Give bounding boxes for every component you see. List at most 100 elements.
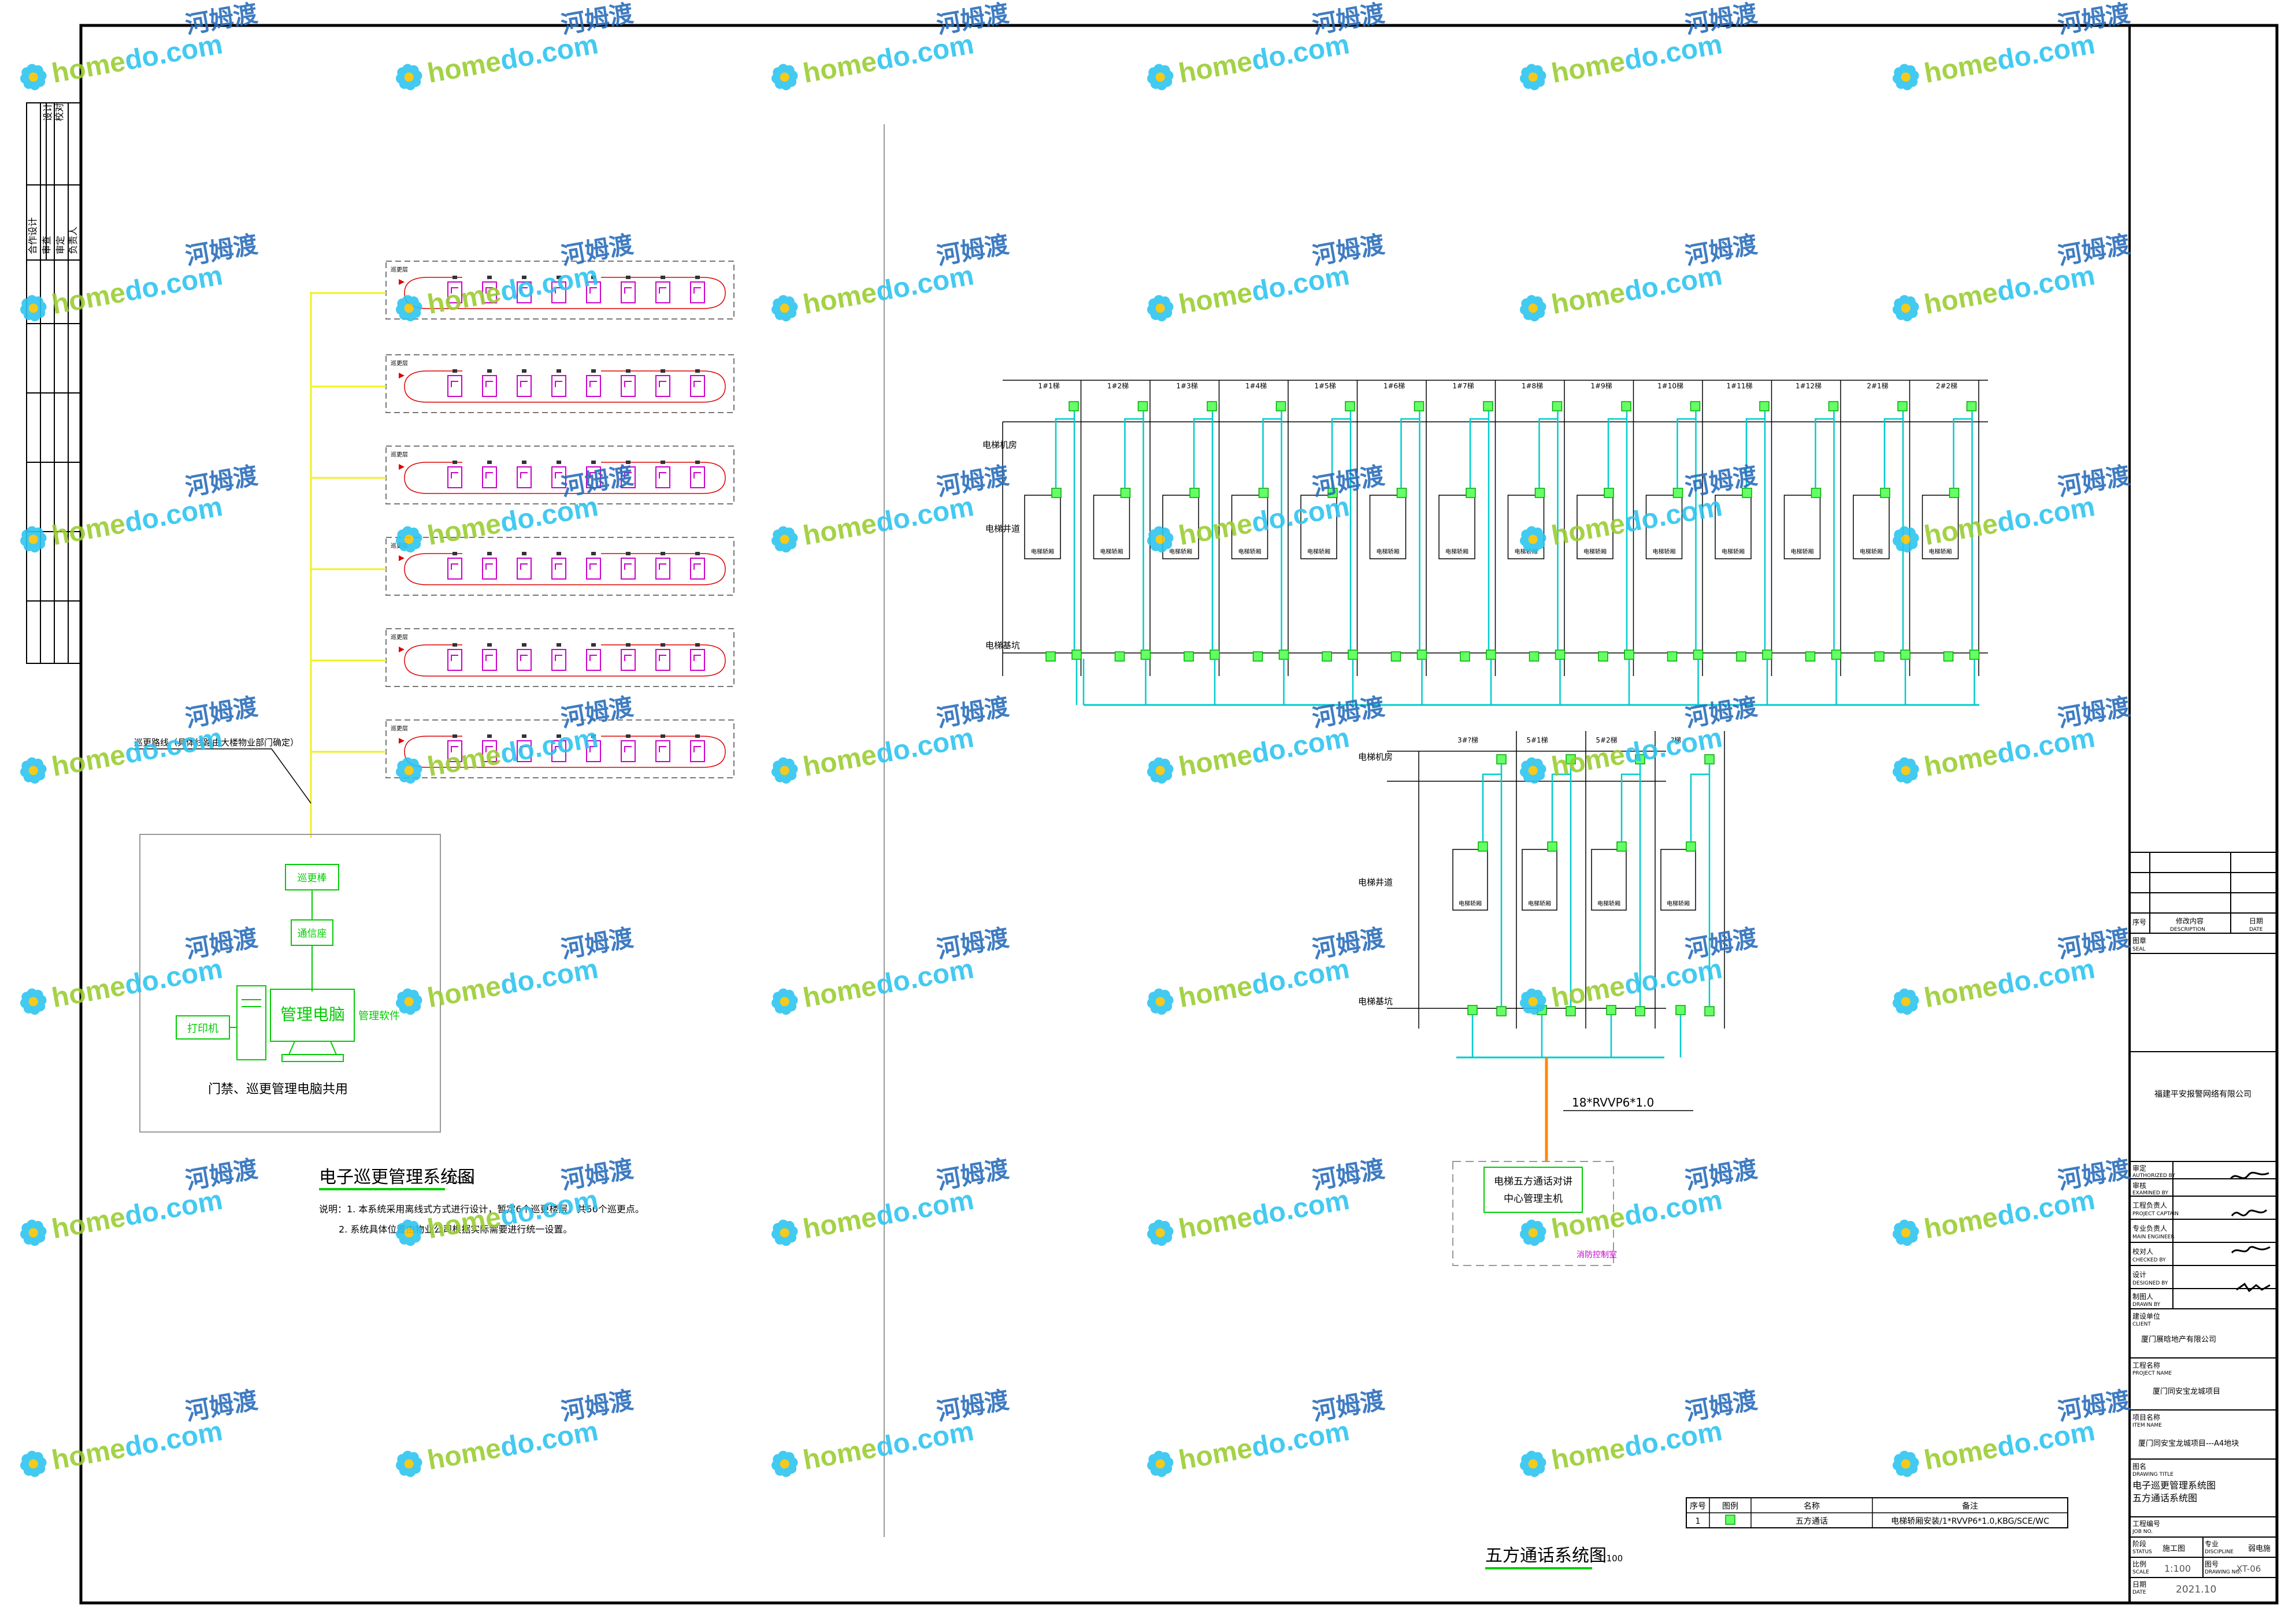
patrol-point-icon <box>655 276 670 303</box>
intercom-unit-icon <box>1114 651 1125 662</box>
item-label-en: ITEM NAME <box>2132 1423 2162 1428</box>
patrol-point-icon <box>482 276 497 303</box>
designed-label: 设计 <box>2132 1271 2146 1279</box>
checked-label-en: CHECKED BY <box>2132 1257 2166 1263</box>
flower-logo-icon <box>1892 988 1919 1015</box>
elevator-label: 1#1梯 <box>1038 382 1059 390</box>
intercom-unit-icon <box>1486 649 1496 660</box>
rev-date-en: DATE <box>2249 927 2263 933</box>
patrol-converter-label: 通信座 <box>298 928 327 940</box>
car-label: 电梯轿厢 <box>1169 548 1192 555</box>
patrol-point-icon <box>655 552 670 580</box>
drawn-label: 制图人 <box>2132 1293 2153 1301</box>
patrol-route-note: 巡更路线（具体线路由大楼物业部门确定） <box>134 737 299 748</box>
scale-value: 1:100 <box>2164 1563 2191 1574</box>
patrol-floor-label: 巡更层 <box>391 634 408 641</box>
flower-logo-icon <box>395 526 422 553</box>
intercom-unit-icon <box>1496 1006 1507 1016</box>
car-label: 电梯轿厢 <box>1459 900 1482 907</box>
elevator-car <box>1853 495 1890 559</box>
intercom-upper-diagram: 1#1梯电梯轿厢1#2梯电梯轿厢1#3梯电梯轿厢1#4梯电梯轿厢1#5梯电梯轿厢… <box>1002 380 1988 706</box>
car-label: 电梯轿厢 <box>1653 548 1676 555</box>
flower-logo-icon <box>20 757 47 784</box>
patrol-point-icon <box>690 552 705 580</box>
flower-logo-icon <box>395 64 422 91</box>
flower-logo-icon <box>1892 295 1919 322</box>
intercom-unit-icon <box>1598 651 1608 662</box>
intercom-unit-icon <box>1207 401 1217 411</box>
intercom-host: 电梯五方通话对讲 中心管理主机 消防控制室 <box>1452 1161 1617 1266</box>
checked-label: 校对人 <box>2132 1247 2153 1256</box>
intercom-unit-icon <box>1045 651 1056 662</box>
patrol-point-icon <box>517 643 532 671</box>
flower-logo-icon <box>20 1219 47 1246</box>
computer-tower <box>236 985 266 1060</box>
patrol-point-icon <box>482 552 497 580</box>
intercom-unit-icon <box>1828 401 1839 411</box>
patrol-wand-label: 巡更棒 <box>298 873 327 884</box>
upper-row-machine-room: 电梯机房 <box>982 440 1017 450</box>
patrol-point-icon <box>551 734 566 762</box>
legend-header-note: 备注 <box>1962 1501 1978 1511</box>
examined-label-en: EXAMINED BY <box>2132 1190 2168 1196</box>
elevator-car <box>1645 495 1683 559</box>
patrol-point-icon <box>517 461 532 488</box>
intercom-unit-icon <box>1667 651 1678 662</box>
project-label-en: PROJECT NAME <box>2132 1371 2172 1376</box>
intercom-unit-icon <box>1966 401 1977 411</box>
flower-logo-icon <box>1519 757 1546 784</box>
patrol-point-icon <box>621 552 636 580</box>
approved-label-en: AUTHORIZED BY <box>2132 1173 2175 1179</box>
elevator-car <box>1922 495 1959 559</box>
intercom-unit-icon <box>1466 488 1476 498</box>
job-label-en: JOB NO. <box>2132 1529 2153 1535</box>
engineer-label: 专业负责人 <box>2132 1224 2167 1233</box>
intercom-unit-icon <box>1184 651 1194 662</box>
intercom-unit-icon <box>1416 649 1427 660</box>
route-note-leader <box>134 748 311 804</box>
patrol-point-icon <box>655 643 670 671</box>
discipline-value: 弱电施 <box>2248 1545 2271 1553</box>
patrol-room-caption: 门禁、巡更管理电脑共用 <box>208 1082 348 1097</box>
car-label: 电梯轿厢 <box>1238 548 1262 555</box>
trunk-cable-label: 18*RVVP6*1.0 <box>1572 1096 1654 1109</box>
intercom-unit-icon <box>1496 754 1507 764</box>
flower-logo-icon <box>1147 64 1174 91</box>
patrol-point-icon <box>586 552 601 580</box>
left-block-header-6: 负责人 <box>68 227 79 254</box>
legend-intercom-symbol <box>1725 1515 1735 1525</box>
flower-logo-icon <box>1519 64 1546 91</box>
intercom-unit-icon <box>1672 488 1683 498</box>
status-label-en: STATUS <box>2132 1549 2152 1555</box>
elevator-label: 5#2梯 <box>1596 736 1617 744</box>
patrol-floor-6: 巡更层 <box>311 719 735 778</box>
project-label: 工程名称 <box>2132 1361 2160 1369</box>
host-line-2: 中心管理主机 <box>1504 1193 1563 1205</box>
flower-logo-icon <box>771 526 798 553</box>
elevator-car <box>1715 495 1752 559</box>
car-label: 电梯轿厢 <box>1667 900 1690 907</box>
lower-row-shaft: 电梯井道 <box>1358 877 1393 888</box>
patrol-point-icon <box>447 276 462 303</box>
left-block-header-1: 设计 <box>42 103 53 121</box>
patrol-point-icon <box>447 734 462 762</box>
watermark-brand: homedo.com <box>801 722 976 782</box>
flower-logo-icon <box>1519 1450 1546 1478</box>
patrol-point-icon <box>517 734 532 762</box>
intercom-unit-icon <box>1140 649 1151 660</box>
host-line-1: 电梯五方通话对讲 <box>1494 1176 1572 1187</box>
intercom-unit-icon <box>1686 841 1696 852</box>
patrol-floor-3: 巡更层 <box>311 446 735 504</box>
patrol-title-block: 电子巡更管理系统图 1:100 说明：1. 本系统采用离线式方式进行设计，暂定6… <box>319 1167 644 1235</box>
patrol-route <box>404 736 726 768</box>
elevator-car <box>1452 849 1488 911</box>
patrol-point-icon <box>551 369 566 397</box>
